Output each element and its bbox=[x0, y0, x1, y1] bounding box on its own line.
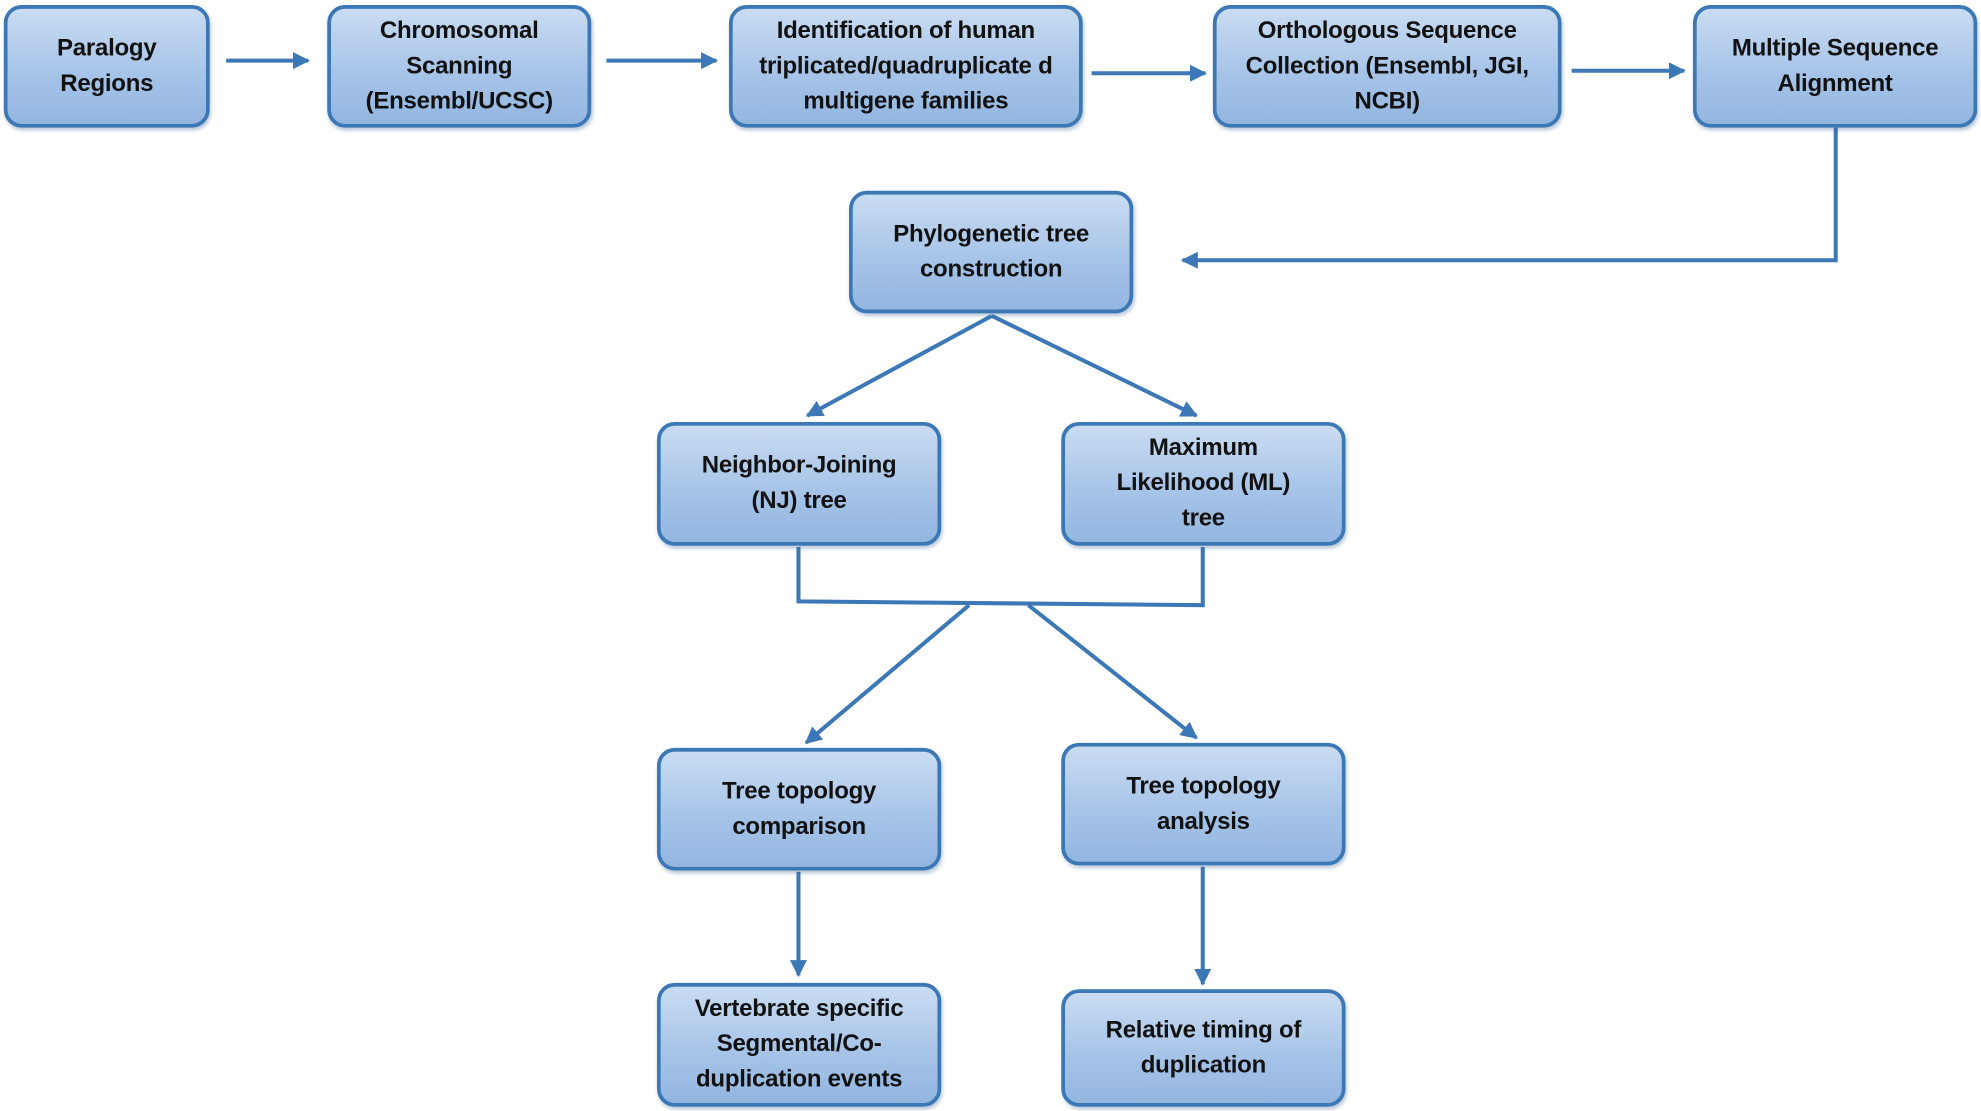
node-topology-analysis: Tree topology analysis bbox=[1061, 742, 1346, 866]
node-label: Orthologous Sequence Collection (Ensembl… bbox=[1245, 17, 1529, 115]
node-identification: Identification of human triplicated/quad… bbox=[728, 5, 1083, 128]
node-phylogenetic-tree: Phylogenetic tree construction bbox=[849, 190, 1134, 314]
node-label: Identification of human triplicated/quad… bbox=[759, 17, 1053, 115]
node-topology-comparison: Tree topology comparison bbox=[656, 747, 942, 871]
arrow-alignment-to-phylogenetic bbox=[1180, 127, 1838, 269]
arrow-phylogenetic-to-nj bbox=[805, 314, 993, 418]
node-label: Chromosomal Scanning (Ensembl/UCSC) bbox=[365, 17, 553, 115]
node-paralogy-regions: Paralogy Regions bbox=[3, 5, 210, 128]
connector-tree-join bbox=[796, 547, 1205, 608]
node-label: Phylogenetic tree construction bbox=[893, 220, 1090, 283]
node-label: Vertebrate specific Segmental/Co-duplica… bbox=[694, 995, 904, 1093]
node-label: Tree topology comparison bbox=[722, 777, 877, 840]
node-chromosomal-scanning: Chromosomal Scanning (Ensembl/UCSC) bbox=[327, 5, 592, 128]
arrow-join-to-analysis bbox=[1027, 603, 1198, 740]
node-ml-tree: Maximum Likelihood (ML) tree bbox=[1061, 421, 1346, 546]
node-label: Relative timing of duplication bbox=[1105, 1016, 1302, 1079]
node-orthologous-collection: Orthologous Sequence Collection (Ensembl… bbox=[1212, 5, 1562, 128]
arrow-phylogenetic-to-ml bbox=[990, 314, 1198, 418]
node-multiple-alignment: Multiple Sequence Alignment bbox=[1692, 5, 1978, 128]
node-nj-tree: Neighbor-Joining (NJ) tree bbox=[656, 421, 942, 546]
node-relative-timing: Relative timing of duplication bbox=[1061, 989, 1346, 1107]
node-label: Maximum Likelihood (ML) tree bbox=[1116, 434, 1291, 532]
arrow-join-to-comparison bbox=[804, 603, 971, 745]
node-label: Paralogy Regions bbox=[57, 34, 157, 97]
node-label: Neighbor-Joining (NJ) tree bbox=[701, 452, 897, 515]
node-vertebrate-events: Vertebrate specific Segmental/Co-duplica… bbox=[656, 982, 942, 1107]
node-label: Multiple Sequence Alignment bbox=[1731, 34, 1939, 97]
node-label: Tree topology analysis bbox=[1126, 772, 1281, 835]
